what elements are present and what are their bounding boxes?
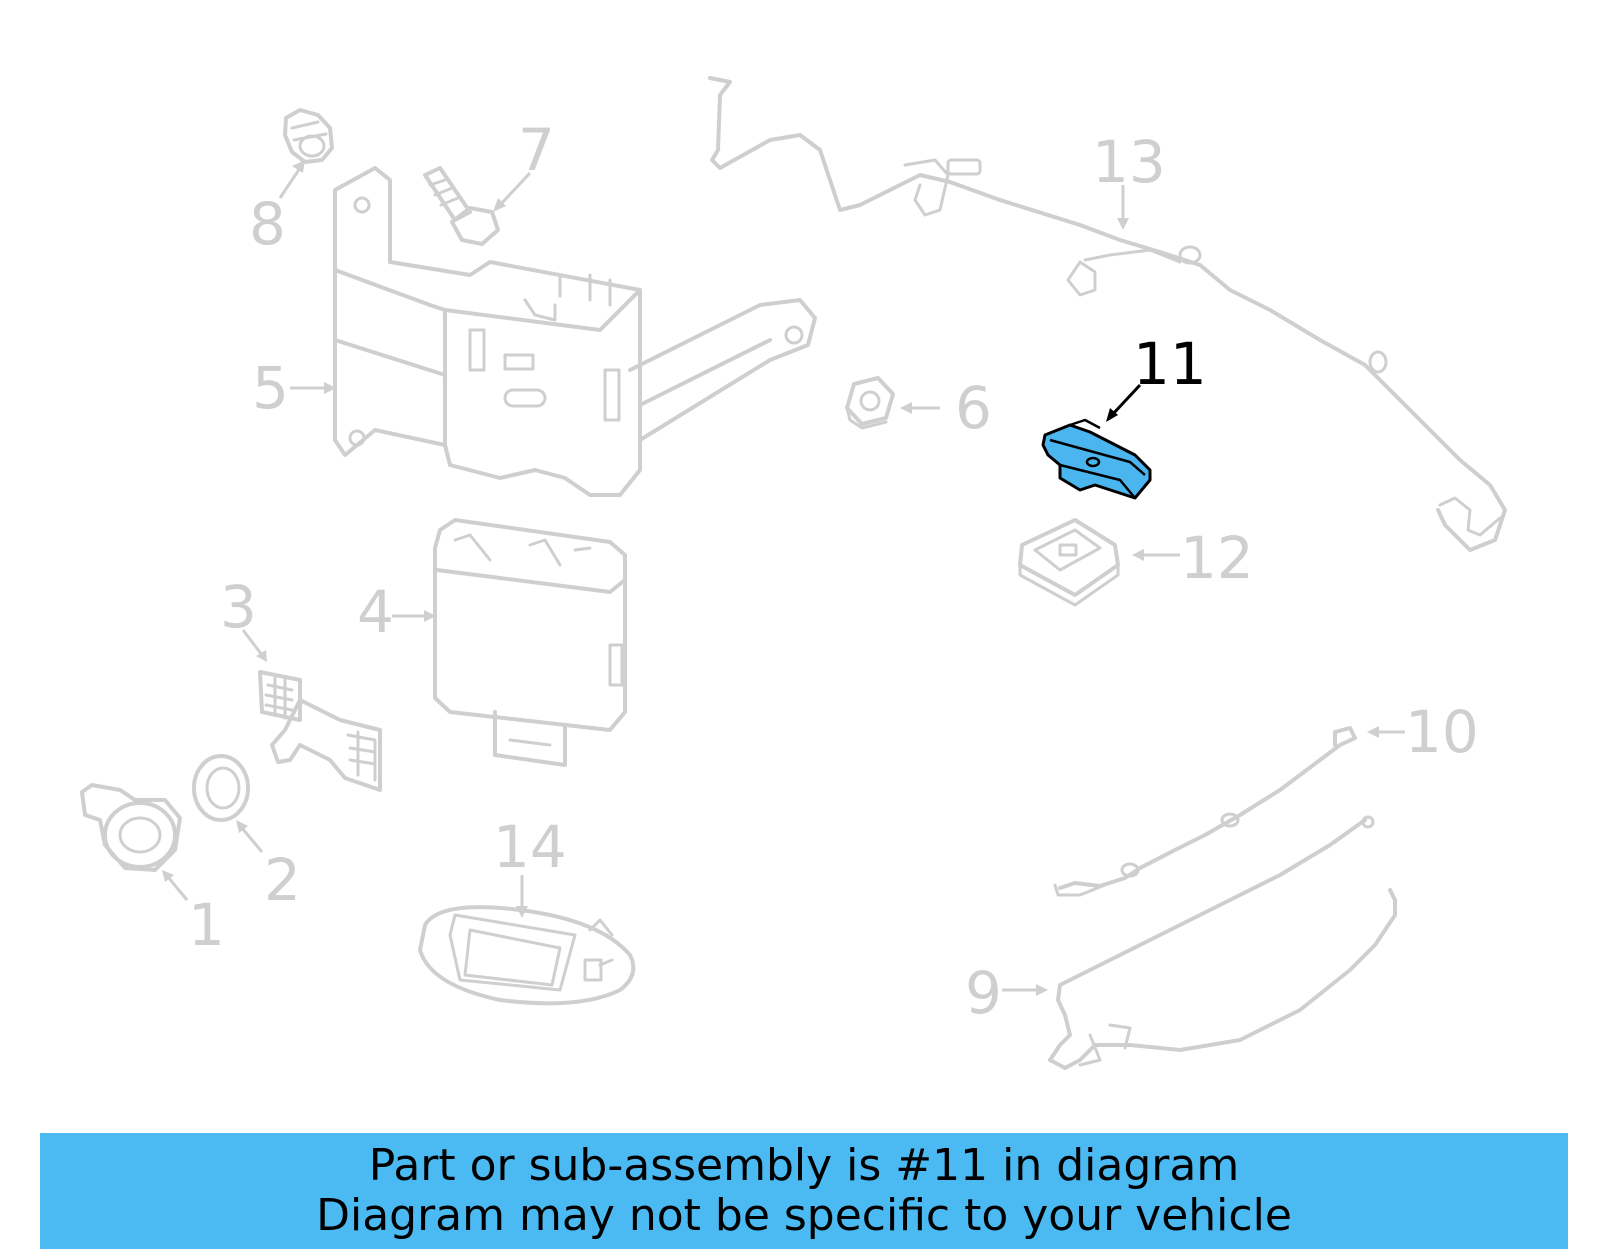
part-9-harness bbox=[1048, 815, 1397, 1070]
callout-12: 12 bbox=[1180, 524, 1254, 592]
part-14-housing bbox=[418, 905, 636, 1006]
part-6-nut bbox=[845, 376, 895, 430]
callout-4: 4 bbox=[357, 578, 394, 646]
callout-5: 5 bbox=[252, 354, 289, 422]
callout-7: 7 bbox=[518, 116, 555, 184]
callout-13: 13 bbox=[1092, 128, 1166, 196]
part-7-bolt bbox=[423, 166, 500, 246]
callout-2: 2 bbox=[264, 846, 301, 914]
callout-8: 8 bbox=[249, 190, 286, 258]
callout-11: 11 bbox=[1133, 330, 1207, 398]
callout-labels: 1 2 3 4 5 6 7 8 9 10 11 12 13 14 bbox=[188, 116, 1479, 1027]
part-5-bracket bbox=[333, 166, 817, 497]
part-13-harness bbox=[708, 76, 1507, 552]
part-10-cable bbox=[1053, 726, 1357, 897]
part-8-clip bbox=[283, 108, 334, 164]
part-3-bracket bbox=[258, 670, 382, 792]
callout-9: 9 bbox=[965, 959, 1002, 1027]
banner-line-1: Part or sub-assembly is #11 in diagram bbox=[368, 1140, 1240, 1191]
callout-6: 6 bbox=[955, 374, 992, 442]
callout-10: 10 bbox=[1405, 698, 1479, 766]
callout-1: 1 bbox=[188, 891, 225, 959]
part-12-cover bbox=[1018, 518, 1120, 607]
leader-lines bbox=[162, 160, 1405, 996]
callout-14: 14 bbox=[493, 813, 567, 881]
part-2-grommet bbox=[192, 754, 250, 822]
part-11-highlighted bbox=[1041, 418, 1152, 500]
banner-line-2: Diagram may not be specific to your vehi… bbox=[316, 1190, 1292, 1241]
callout-3: 3 bbox=[220, 573, 257, 641]
info-banner: Part or sub-assembly is #11 in diagram D… bbox=[40, 1133, 1568, 1249]
part-1-sensor bbox=[80, 783, 182, 872]
part-4-module bbox=[433, 518, 627, 767]
